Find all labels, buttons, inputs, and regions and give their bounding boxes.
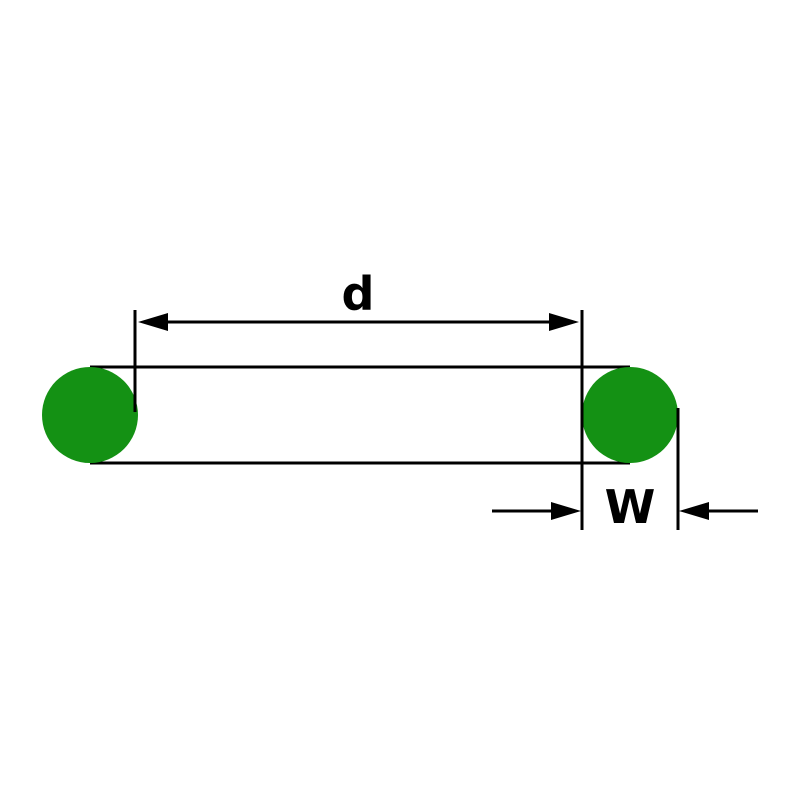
oring-right-section-circle <box>582 367 678 463</box>
d-arrowhead-right-icon <box>549 313 579 331</box>
oring-left-section-circle <box>42 367 138 463</box>
w-arrowhead-left-icon <box>551 502 581 520</box>
w-arrowhead-right-icon <box>679 502 709 520</box>
inner-diameter-label: d <box>342 267 375 321</box>
d-arrowhead-left-icon <box>138 313 168 331</box>
cross-section-width-label: W <box>605 480 656 534</box>
